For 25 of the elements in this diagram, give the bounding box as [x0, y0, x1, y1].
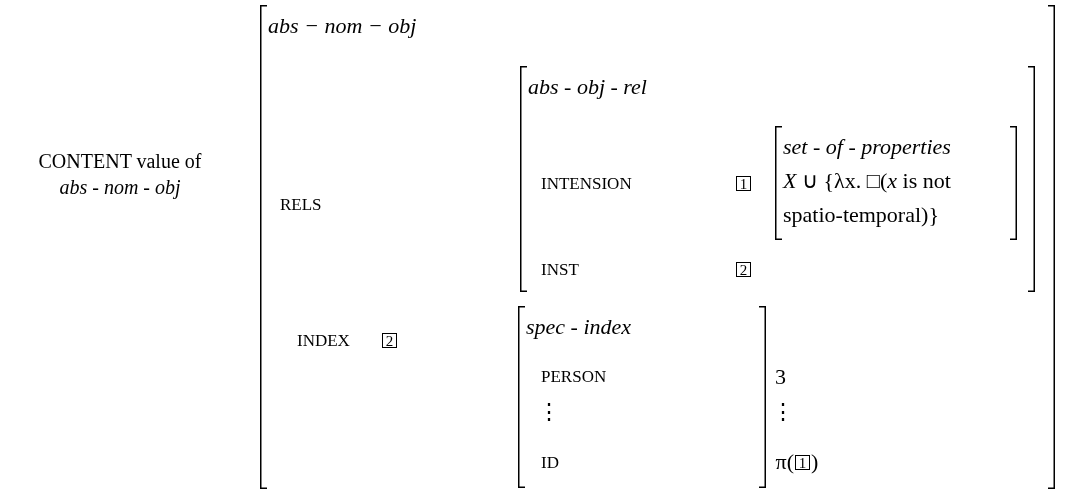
feature-matrix — [518, 306, 766, 488]
feature-name: INTENSION — [541, 173, 632, 195]
feature-name: RELS — [280, 194, 322, 216]
coreference-tag: 2 — [736, 262, 751, 277]
type-name: abs - obj - rel — [528, 73, 647, 101]
ellipsis-dots: ⋮ — [538, 400, 560, 424]
feature-value: X ∪ {λx. □(x is not spatio-temporal)} — [783, 167, 952, 229]
coreference-tag: 2 — [382, 333, 397, 348]
feature-matrix — [520, 66, 1035, 292]
caption-text: CONTENT value of abs - nom - obj — [37, 149, 203, 200]
feature-name: INDEX — [297, 330, 350, 352]
coreference-tag: 1 — [795, 455, 810, 470]
feature-matrix — [260, 5, 1055, 489]
feature-value: ) — [811, 450, 819, 474]
feature-name: PERSON — [541, 366, 607, 388]
feature-matrix — [775, 126, 1017, 240]
feature-value: 3 — [775, 365, 786, 389]
coreference-tag: 1 — [736, 176, 751, 191]
ellipsis-dots: ⋮ — [772, 400, 794, 424]
type-name: set - of - properties — [783, 133, 951, 161]
feature-name: INST — [541, 259, 579, 281]
type-name: abs − nom − obj — [268, 12, 417, 40]
feature-value: π( — [775, 450, 794, 474]
feature-name: ID — [541, 452, 559, 474]
type-name: spec - index — [526, 313, 632, 341]
